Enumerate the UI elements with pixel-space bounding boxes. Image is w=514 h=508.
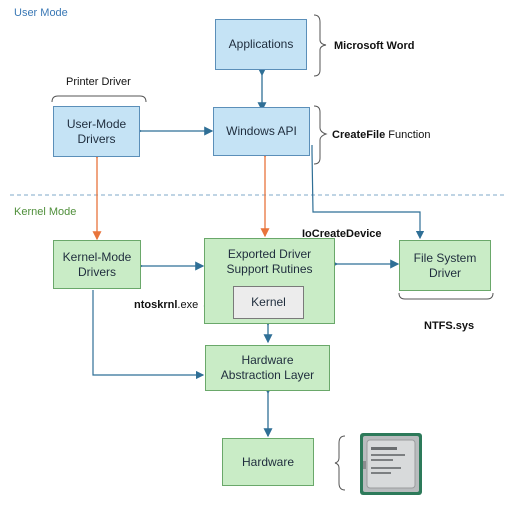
microsoft-word-bracket xyxy=(313,14,327,77)
createfile-name: CreateFile xyxy=(332,129,386,141)
user-mode-drivers-box: User-Mode Drivers xyxy=(53,106,140,157)
iocreatedevice-label: IoCreateDevice xyxy=(302,228,382,240)
ntoskrnl-name: ntoskrnl xyxy=(134,299,178,311)
ntfs-bracket xyxy=(398,292,494,300)
printer-driver-bracket xyxy=(51,95,147,103)
hal-box: Hardware Abstraction Layer xyxy=(205,345,330,391)
hardware-box: Hardware xyxy=(222,438,314,486)
windows-api-box: Windows API xyxy=(213,107,310,156)
applications-box: Applications xyxy=(215,19,307,70)
kernel-box: Kernel xyxy=(233,286,304,319)
exported-support-box: Exported Driver Support Rutines xyxy=(204,238,335,324)
createfile-label: CreateFile Function xyxy=(332,129,430,141)
arrow-kmd-hal xyxy=(92,290,205,380)
ntfs-label: NTFS.sys xyxy=(424,320,475,332)
kernel-mode-label: Kernel Mode xyxy=(14,206,77,218)
arrow-winapi-fsd xyxy=(311,145,425,240)
intel-cpu-chip-icon xyxy=(360,433,422,495)
ntoskrnl-label: ntoskrnl.exe xyxy=(134,299,198,311)
cpu-bracket xyxy=(334,435,346,491)
user-mode-label: User Mode xyxy=(14,7,68,19)
createfile-suffix: Function xyxy=(385,129,431,141)
printer-driver-label: Printer Driver xyxy=(66,76,131,88)
ntoskrnl-suffix: .exe xyxy=(177,299,199,311)
exported-support-label: Exported Driver Support Rutines xyxy=(226,247,313,276)
createfile-bracket xyxy=(313,105,328,165)
file-system-driver-box: File System Driver xyxy=(399,240,491,291)
kernel-mode-drivers-box: Kernel-Mode Drivers xyxy=(53,240,141,289)
microsoft-word-label: Microsoft Word xyxy=(334,40,415,52)
